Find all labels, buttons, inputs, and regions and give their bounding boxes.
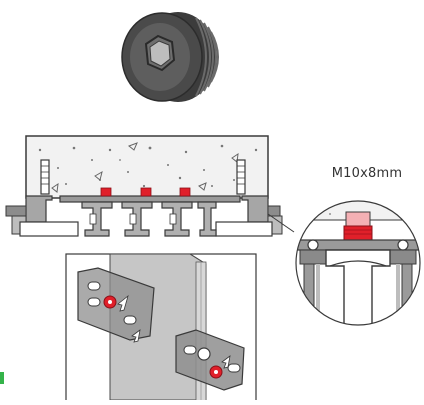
- set-screw-illustration: [121, 12, 219, 102]
- callout-label: M10x8mm: [331, 166, 403, 181]
- glass-panel-assembly: [65, 253, 257, 403]
- detail-callout: [267, 200, 421, 326]
- channel-cross-section: [5, 135, 283, 237]
